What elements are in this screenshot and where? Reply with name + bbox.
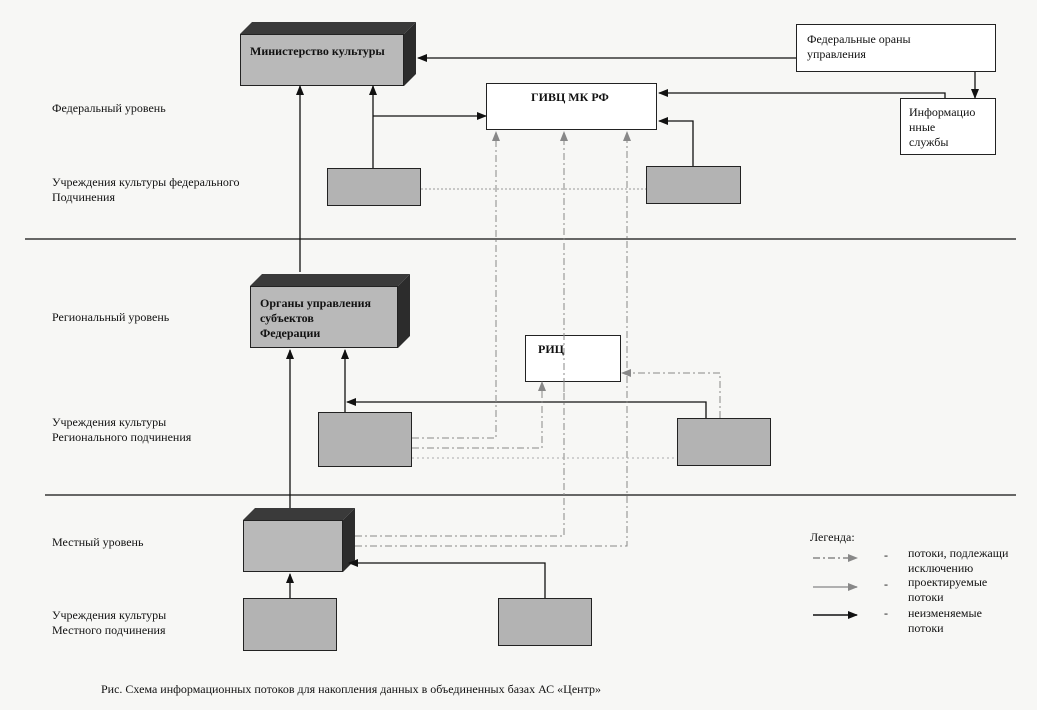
- local-to-givc-excluded-flow-2: [355, 131, 631, 547]
- local-authority-node: [243, 508, 355, 572]
- givc-node: ГИВЦ МК РФ: [486, 83, 657, 130]
- local-inst-right-flow: [348, 559, 546, 598]
- regional-institution-box-right: [677, 418, 771, 466]
- federal-institution-box-right: [646, 166, 741, 204]
- local-institutions-label-2: Местного подчинения: [52, 623, 166, 637]
- reg-inst-to-givc-excluded-flow: [412, 131, 500, 439]
- ministry-node: Министерство культуры: [240, 22, 416, 86]
- federal-organs-label-1: Федеральные ораны: [807, 32, 911, 46]
- local-institution-box-left: [243, 598, 337, 651]
- info-services-label-3: службы: [909, 135, 949, 149]
- reg-inst-right-to-left-flow: [346, 398, 707, 418]
- legend-item-2-line1: проектируемые: [908, 575, 988, 589]
- figure-caption: Рис. Схема информационных потоков для на…: [101, 682, 601, 696]
- ministry-label: Министерство культуры: [250, 44, 385, 58]
- info-services-node: Информацио нные службы: [900, 98, 996, 155]
- reg-inst-to-ric-excluded-flow: [412, 381, 546, 449]
- regional-organs-label-2: субъектов: [260, 311, 314, 325]
- regional-organs-label-1: Органы управления: [260, 296, 372, 310]
- regional-institutions-label-1: Учреждения культуры: [52, 415, 167, 429]
- legend-item-3-dash: -: [884, 606, 888, 620]
- reg-inst-right-to-ric-flow: [621, 369, 721, 418]
- legend-item-2-dash: -: [884, 577, 888, 591]
- regional-organs-node: Органы управления субъектов Федерации: [250, 274, 410, 348]
- local-to-givc-excluded-flow: [355, 131, 568, 537]
- regional-institution-box-left: [318, 412, 412, 467]
- federal-organs-node: Федеральные ораны управления: [796, 24, 996, 72]
- level-federal-label: Федеральный уровень: [52, 101, 166, 115]
- legend-item-1-line1: потоки, подлежащи: [908, 546, 1009, 560]
- federal-institution-box-left: [327, 168, 421, 206]
- info-services-label-1: Информацио: [909, 105, 976, 119]
- legend-item-3-line2: потоки: [908, 621, 944, 635]
- legend-title: Легенда:: [810, 530, 855, 544]
- federal-institutions-label-1: Учреждения культуры федерального: [52, 175, 240, 189]
- legend-item-1-line2: исключению: [908, 561, 974, 575]
- legend-item-2-line2: потоки: [908, 590, 944, 604]
- fed-inst-right-to-givc-flow: [658, 117, 694, 166]
- info-to-givc-flow: [658, 89, 946, 98]
- givc-label: ГИВЦ МК РФ: [531, 90, 609, 104]
- federal-organs-label-2: управления: [807, 47, 866, 61]
- level-regional-label: Региональный уровень: [52, 310, 170, 324]
- local-institutions-label-1: Учреждения культуры: [52, 608, 167, 622]
- ric-label: РИЦ: [538, 342, 564, 356]
- ric-node: РИЦ: [525, 335, 621, 382]
- info-services-label-2: нные: [909, 120, 936, 134]
- legend-item-1-dash: -: [884, 548, 888, 562]
- legend-item-3-line1: неизменяемые: [908, 606, 982, 620]
- regional-institutions-label-2: Регионального подчинения: [52, 430, 192, 444]
- level-local-label: Местный уровень: [52, 535, 144, 549]
- local-institution-box-right: [498, 598, 592, 646]
- regional-organs-label-3: Федерации: [260, 326, 321, 340]
- federal-institutions-label-2: Подчинения: [52, 190, 115, 204]
